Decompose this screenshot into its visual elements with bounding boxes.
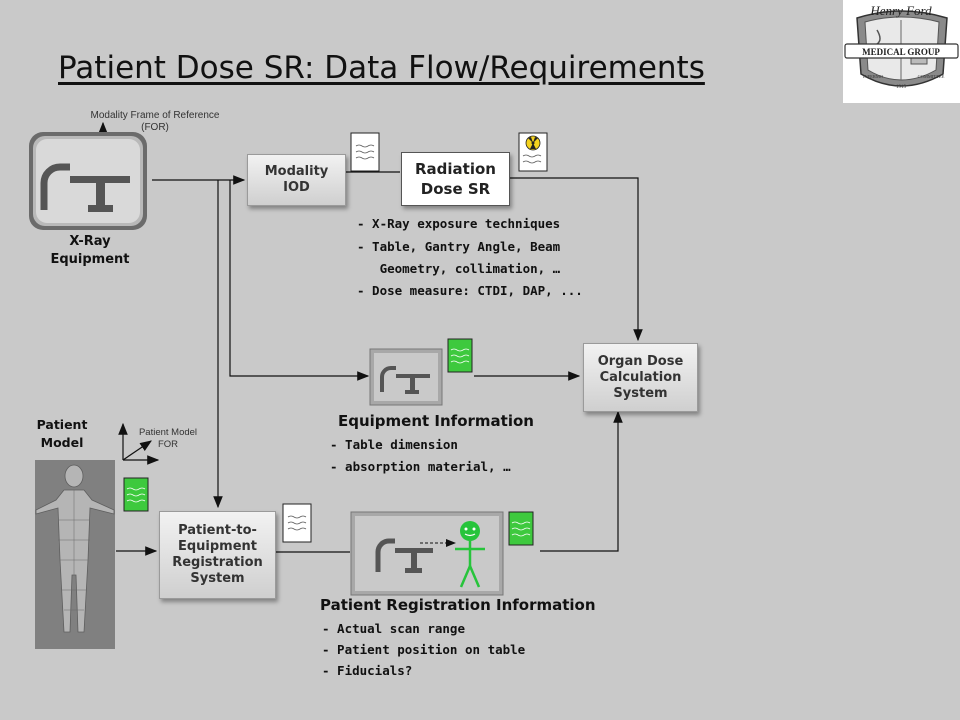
line-xray-to-equipment (229, 180, 370, 381)
line-dosesr-to-organ (510, 177, 643, 342)
doc-icon-registration (282, 503, 312, 543)
xray-equipment-label: X-Ray Equipment (50, 234, 130, 267)
doc-icon-iod (350, 132, 380, 172)
xray-equipment-icon (29, 132, 147, 230)
organ-dose-box: Organ Dose Calculation System (583, 343, 698, 412)
radiation-dose-sr-box: Radiation Dose SR (401, 152, 510, 206)
equipment-information-heading: Equipment Information (338, 412, 534, 430)
patient-registration-icon (350, 511, 504, 596)
dose-sr-item: Geometry, collimation, … (357, 261, 561, 276)
henry-ford-logo: MEDICAL GROUP Henry Ford INFERMO COMMITT… (843, 0, 960, 103)
modality-iod-box: Modality IOD (247, 154, 346, 206)
logo-right-text: COMMITTEE (918, 74, 945, 79)
patient-model-for-axes-icon (118, 422, 160, 465)
modality-for-label: Modality Frame of Reference (FOR) (90, 110, 220, 133)
dose-sr-items: - X-Ray exposure techniques - Table, Gan… (357, 212, 583, 302)
equipment-info-icon (369, 348, 443, 406)
doc-icon-equipment (447, 338, 473, 373)
dose-sr-item: - X-Ray exposure techniques (357, 216, 561, 231)
line-reginfo-to-organ (540, 410, 623, 552)
logo-year-text: 1915 (896, 85, 907, 90)
registration-items: - Actual scan range - Patient position o… (322, 618, 525, 681)
patient-model-for-label: Patient Model FOR (138, 427, 198, 450)
patient-model-label: Patient Model (36, 417, 88, 450)
page-title: Patient Dose SR: Data Flow/Requirements (58, 50, 705, 86)
logo-banner-text: MEDICAL GROUP (862, 47, 940, 57)
patient-model-body-icon (35, 460, 115, 649)
dose-sr-item: - Table, Gantry Angle, Beam (357, 239, 561, 254)
registration-item: - Patient position on table (322, 642, 526, 657)
equipment-item: - absorption material, … (330, 459, 511, 474)
logo-top-text: Henry Ford (869, 3, 932, 18)
registration-item: - Fiducials? (322, 663, 413, 678)
doc-icon-patient-model (123, 477, 149, 512)
equipment-items: - Table dimension - absorption material,… (330, 434, 511, 478)
registration-item: - Actual scan range (322, 621, 465, 636)
registration-system-box: Patient-to- Equipment Registration Syste… (159, 511, 276, 599)
dose-sr-item: - Dose measure: CTDI, DAP, ... (357, 283, 583, 298)
logo-left-text: INFERMO (863, 74, 884, 79)
equipment-item: - Table dimension (330, 437, 458, 452)
doc-icon-dose-sr (518, 132, 548, 172)
patient-registration-heading: Patient Registration Information (320, 596, 596, 614)
doc-icon-reg-info (508, 511, 534, 546)
stickman-icon (455, 521, 485, 588)
